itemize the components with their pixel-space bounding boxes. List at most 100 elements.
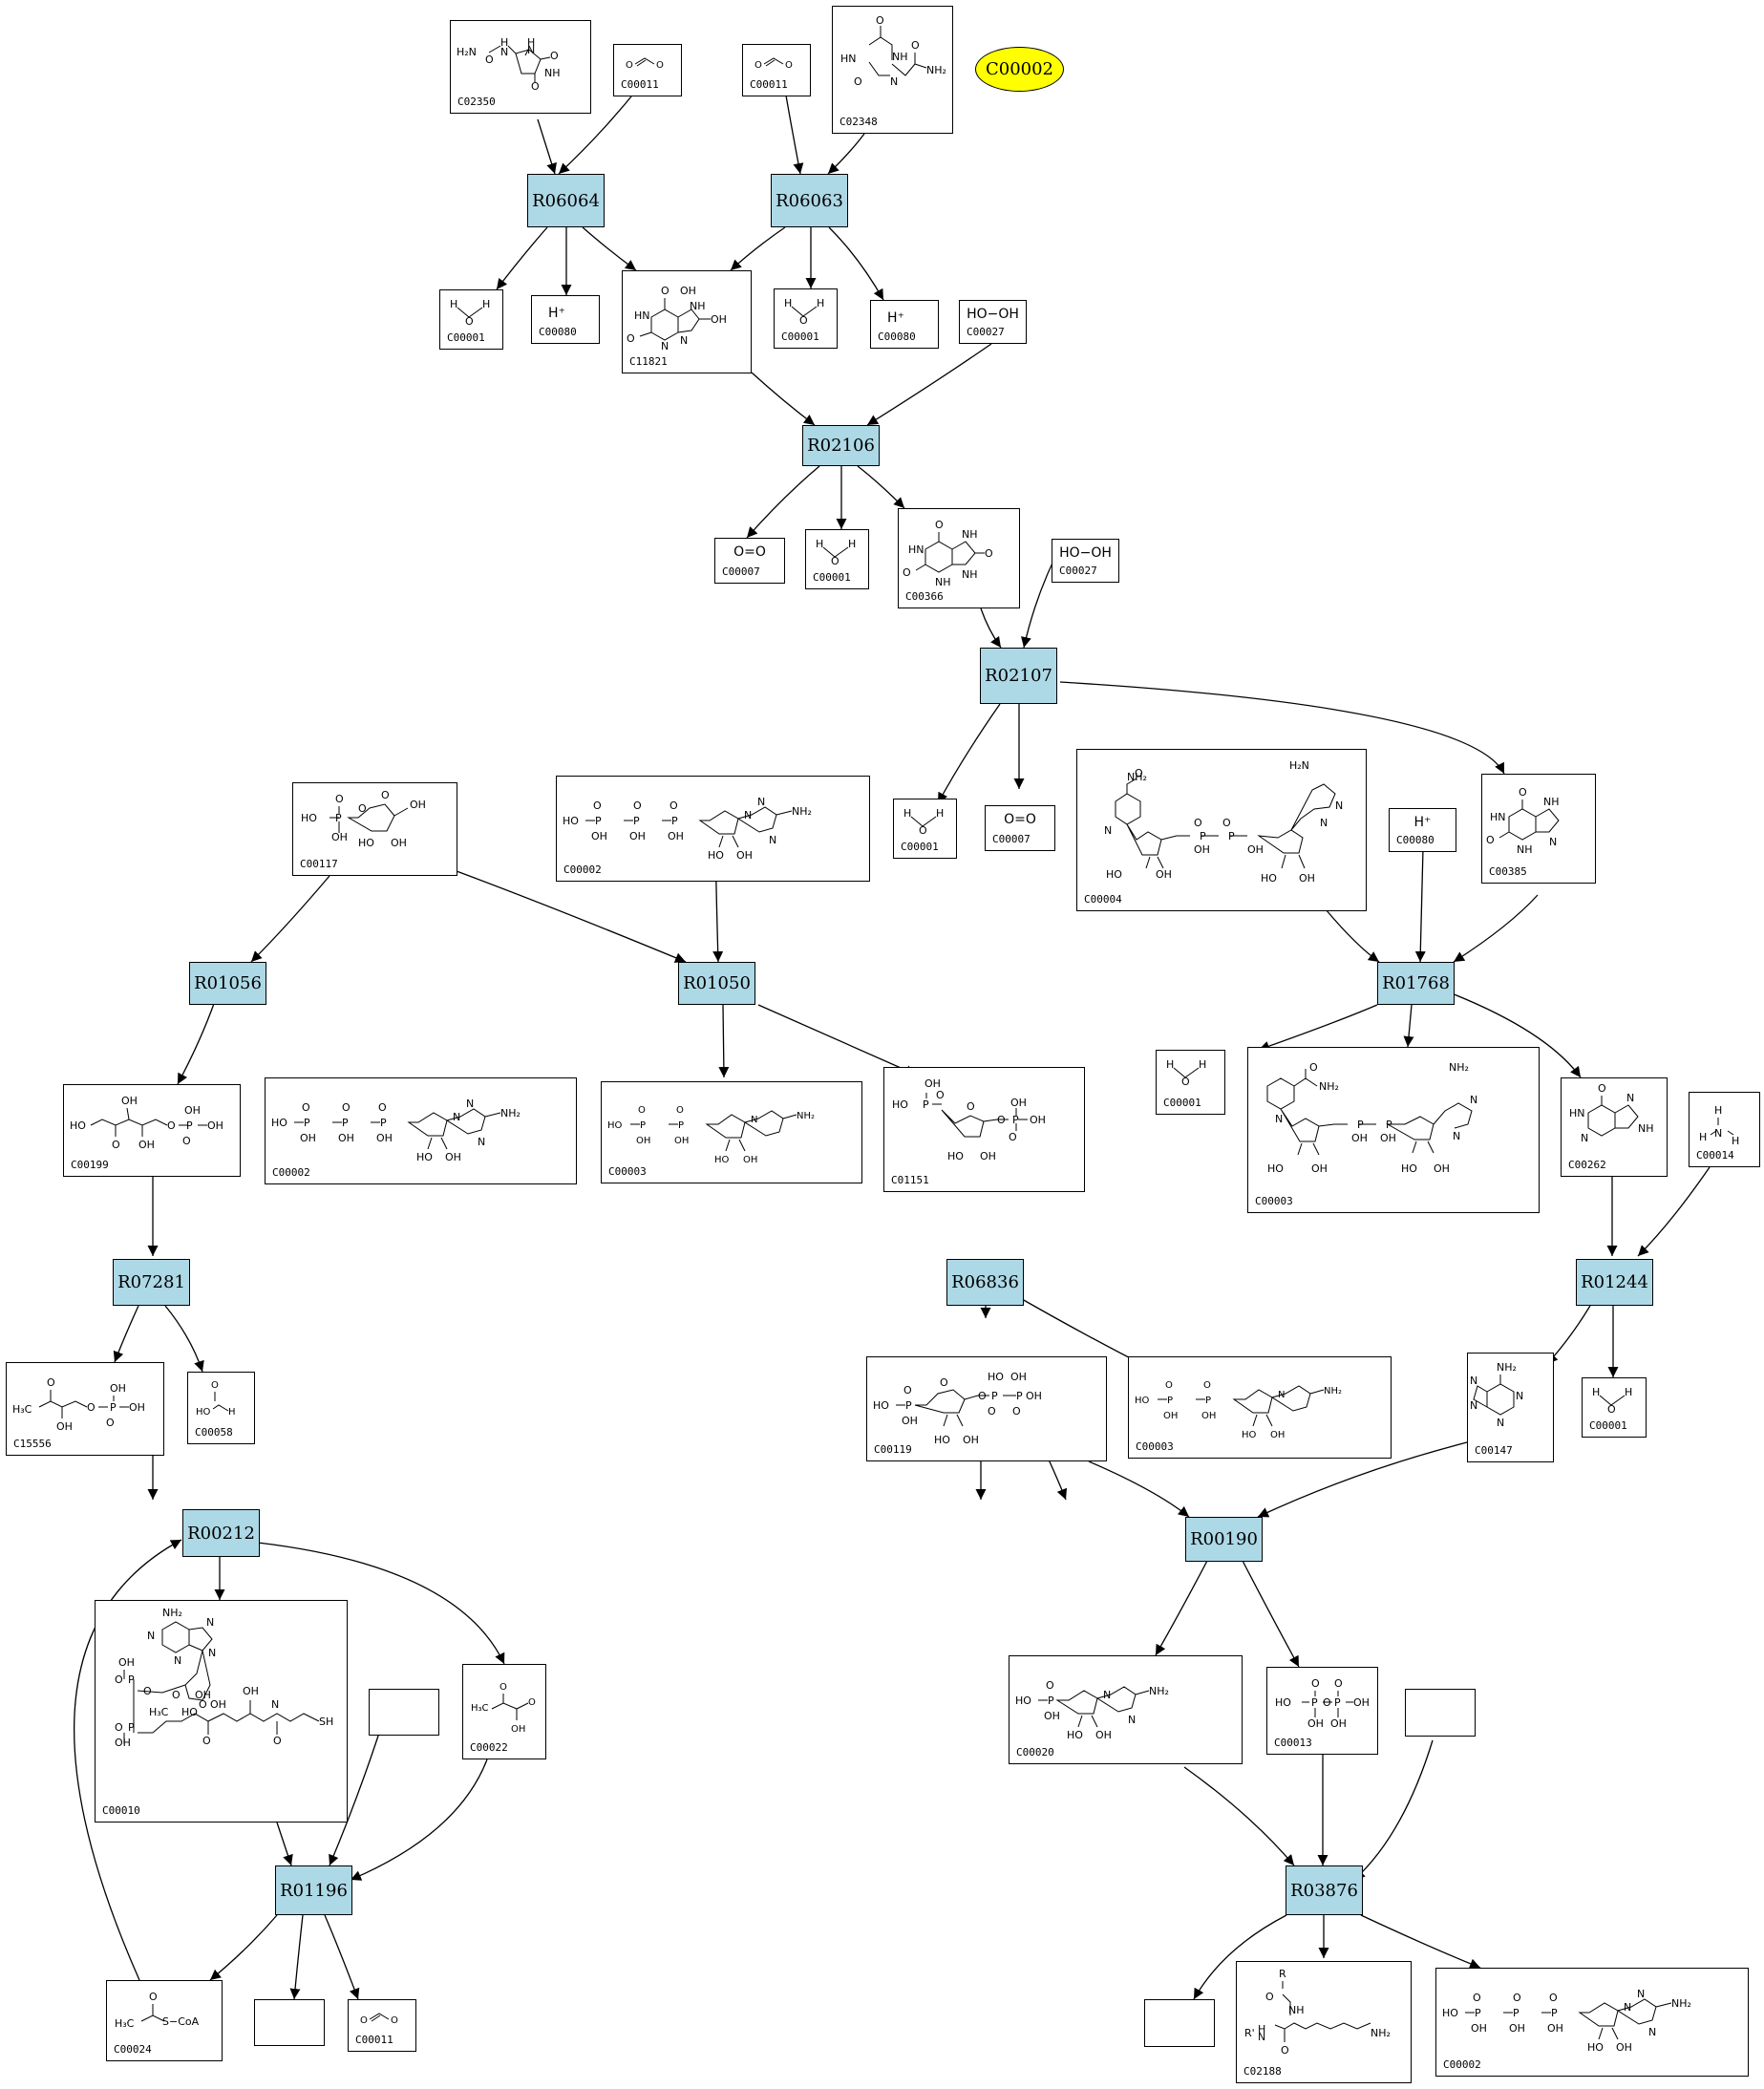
reaction-r01196[interactable]: R01196: [275, 1865, 352, 1915]
svg-text:HO: HO: [1275, 1696, 1291, 1709]
reaction-r02106[interactable]: R02106: [802, 425, 880, 466]
svg-text:OH: OH: [445, 1151, 461, 1163]
compound-c00080-a[interactable]: H⁺ C00080: [531, 295, 600, 344]
compound-c00027-a[interactable]: HO−OH C00027: [959, 300, 1027, 344]
reaction-r07281[interactable]: R07281: [113, 1259, 190, 1306]
reaction-r06836[interactable]: R06836: [946, 1259, 1024, 1306]
compound-id: C00011: [621, 78, 659, 91]
edge: [937, 703, 1001, 804]
svg-text:HO: HO: [988, 1371, 1004, 1383]
svg-text:N: N: [1470, 1375, 1477, 1387]
compound-c00027-b[interactable]: HO−OH C00027: [1052, 539, 1119, 583]
svg-text:OH: OH: [591, 830, 607, 842]
svg-text:N: N: [527, 44, 535, 56]
svg-text:O: O: [1009, 1131, 1017, 1143]
edge: [1155, 1558, 1209, 1656]
svg-text:O: O: [528, 1697, 536, 1708]
edge: [209, 1914, 278, 1981]
svg-text:O: O: [876, 14, 884, 27]
reaction-r01050[interactable]: R01050: [678, 962, 755, 1005]
compound-formula: H⁺: [887, 310, 904, 326]
svg-text:OH: OH: [121, 1095, 138, 1107]
compound-id: C00199: [71, 1159, 109, 1171]
reaction-r00190[interactable]: R00190: [1185, 1517, 1263, 1562]
svg-text:O: O: [799, 314, 808, 327]
compound-c00007-b[interactable]: O=O C00007: [985, 805, 1055, 851]
svg-text:OH: OH: [1353, 1696, 1370, 1709]
svg-text:HO: HO: [196, 1407, 211, 1418]
reaction-r01056[interactable]: R01056: [189, 962, 266, 1005]
svg-text:OH: OH: [118, 1656, 135, 1669]
svg-text:N: N: [751, 1115, 757, 1125]
edge: [746, 465, 820, 539]
reaction-r06064[interactable]: R06064: [527, 174, 605, 227]
svg-text:P: P: [1357, 1119, 1364, 1131]
svg-text:H: H: [1199, 1058, 1206, 1071]
reaction-r02107[interactable]: R02107: [980, 648, 1057, 704]
reaction-r03876[interactable]: R03876: [1286, 1865, 1363, 1915]
svg-text:N: N: [174, 1654, 181, 1667]
svg-text:H: H: [450, 298, 457, 310]
svg-text:N: N: [1335, 799, 1343, 812]
compound-blank-2[interactable]: [1405, 1689, 1476, 1737]
compound-c00080-b[interactable]: H⁺ C00080: [870, 300, 939, 349]
reaction-r01244[interactable]: R01244: [1576, 1259, 1653, 1306]
compound-c00007-a[interactable]: O=O C00007: [714, 538, 785, 584]
edge: [1257, 1441, 1468, 1518]
compound-blank-3[interactable]: [254, 1999, 325, 2046]
svg-text:OH: OH: [115, 1737, 131, 1749]
compound-c00080-c[interactable]: H⁺ C00080: [1389, 808, 1456, 852]
compound-blank-1[interactable]: [369, 1689, 439, 1736]
svg-text:N: N: [1549, 836, 1557, 848]
reaction-r00212[interactable]: R00212: [182, 1509, 260, 1557]
svg-text:HO: HO: [1401, 1162, 1417, 1175]
svg-text:P: P: [1016, 1390, 1023, 1402]
svg-text:OH: OH: [129, 1401, 145, 1414]
reaction-r06063[interactable]: R06063: [771, 174, 848, 227]
edge: [751, 372, 816, 426]
highlighted-compound-ellipse[interactable]: C00002: [975, 47, 1064, 92]
reaction-r01768[interactable]: R01768: [1377, 962, 1455, 1005]
compound-blank-4[interactable]: [1144, 1999, 1215, 2047]
compound-id: C00010: [102, 1804, 140, 1817]
